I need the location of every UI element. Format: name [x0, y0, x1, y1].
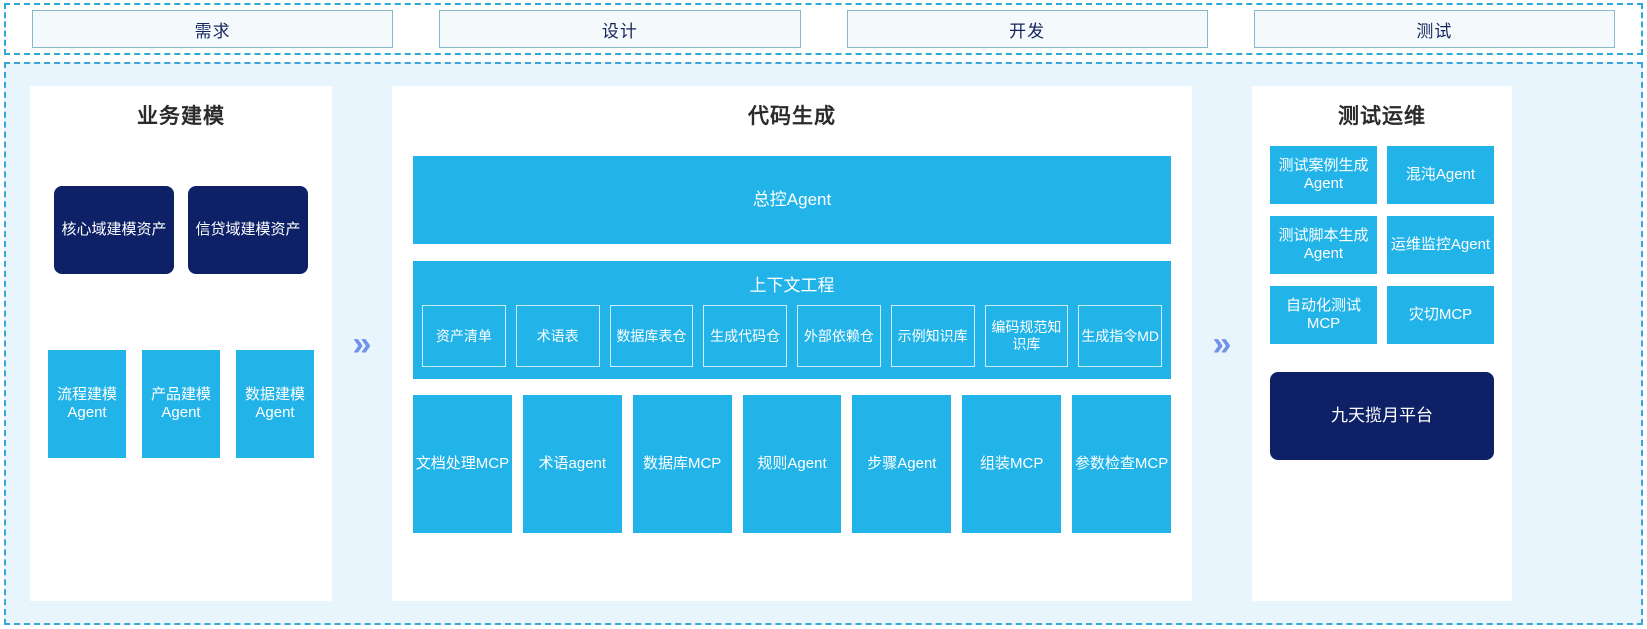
automated-test-mcp[interactable]: 自动化测试MCP [1270, 286, 1377, 344]
connector-arrow-right: » [1192, 86, 1252, 601]
architecture-container: 业务建模 核心域建模资产 信贷域建模资产 流程建模Agent 产品建模Agent… [4, 62, 1643, 625]
asset-credit-domain[interactable]: 信贷域建模资产 [188, 186, 308, 274]
test-script-generation-agent[interactable]: 测试脚本生成Agent [1270, 216, 1377, 274]
test-ops-body: 测试案例生成Agent 混沌Agent 测试脚本生成Agent 运维监控Agen… [1252, 130, 1512, 460]
context-item-external-dependency-repo[interactable]: 外部依赖仓 [797, 305, 881, 367]
asset-core-domain[interactable]: 核心域建模资产 [54, 186, 174, 274]
tool-database-mcp[interactable]: 数据库MCP [632, 395, 732, 533]
panel-title-code-generation: 代码生成 [748, 105, 836, 128]
ops-monitoring-agent[interactable]: 运维监控Agent [1387, 216, 1494, 274]
tool-rule-agent[interactable]: 规则Agent [742, 395, 842, 533]
panel-code-generation: 代码生成 总控Agent 上下文工程 资产清单 术语表 数据库表仓 生成代码仓 … [392, 86, 1192, 601]
panel-business-modeling: 业务建模 核心域建模资产 信贷域建模资产 流程建模Agent 产品建模Agent… [30, 86, 332, 601]
tool-assembly-mcp[interactable]: 组装MCP [962, 395, 1062, 533]
phase-box-requirements[interactable]: 需求 [32, 10, 394, 48]
phase-box-testing[interactable]: 测试 [1253, 10, 1615, 48]
agent-process-modeling[interactable]: 流程建模Agent [48, 350, 126, 458]
chevron-double-right-icon: » [352, 324, 372, 363]
phase-label: 设计 [601, 21, 638, 41]
panels-row: 业务建模 核心域建模资产 信贷域建模资产 流程建模Agent 产品建模Agent… [6, 64, 1641, 623]
context-item-generated-code-repo[interactable]: 生成代码仓 [703, 305, 787, 367]
context-items-row: 资产清单 术语表 数据库表仓 生成代码仓 外部依赖仓 示例知识库 编码规范知识库… [422, 305, 1162, 367]
code-generation-tools-row: 文档处理MCP 术语agent 数据库MCP 规则Agent 步骤Agent 组… [413, 395, 1172, 533]
phase-label: 开发 [1009, 21, 1046, 41]
code-generation-body: 总控Agent 上下文工程 资产清单 术语表 数据库表仓 生成代码仓 外部依赖仓… [392, 130, 1192, 601]
tool-parameter-check-mcp[interactable]: 参数检查MCP [1072, 395, 1172, 533]
business-agents-row: 流程建模Agent 产品建模Agent 数据建模Agent [30, 350, 332, 458]
jiutian-lanyue-platform[interactable]: 九天揽月平台 [1270, 372, 1494, 460]
panel-title-test-ops: 测试运维 [1338, 105, 1426, 128]
master-agent-box[interactable]: 总控Agent [413, 156, 1171, 244]
context-item-asset-inventory[interactable]: 资产清单 [422, 305, 506, 367]
context-item-db-table-repo[interactable]: 数据库表仓 [609, 305, 694, 367]
panel-test-ops: 测试运维 测试案例生成Agent 混沌Agent 测试脚本生成Agent 运维监… [1252, 86, 1512, 601]
context-engineering-title: 上下文工程 [749, 276, 835, 295]
context-item-coding-standard-knowledge-base[interactable]: 编码规范知识库 [984, 305, 1069, 367]
context-engineering-block: 上下文工程 资产清单 术语表 数据库表仓 生成代码仓 外部依赖仓 示例知识库 编… [413, 261, 1171, 379]
test-case-generation-agent[interactable]: 测试案例生成Agent [1270, 146, 1377, 204]
phase-box-design[interactable]: 设计 [439, 10, 801, 48]
context-item-glossary[interactable]: 术语表 [515, 305, 600, 367]
phase-label: 需求 [194, 21, 231, 41]
chevron-double-right-icon: » [1212, 324, 1232, 363]
connector-arrow-left: » [332, 86, 392, 601]
tool-step-agent[interactable]: 步骤Agent [852, 395, 952, 533]
test-ops-grid: 测试案例生成Agent 混沌Agent 测试脚本生成Agent 运维监控Agen… [1270, 146, 1494, 344]
agent-data-modeling[interactable]: 数据建模Agent [236, 350, 314, 458]
tool-document-processing-mcp[interactable]: 文档处理MCP [413, 395, 512, 533]
business-assets-row: 核心域建模资产 信贷域建模资产 [30, 186, 332, 274]
tool-glossary-agent[interactable]: 术语agent [522, 395, 622, 533]
panel-title-business-modeling: 业务建模 [137, 105, 225, 128]
disaster-switch-mcp[interactable]: 灾切MCP [1387, 286, 1494, 344]
context-item-generation-instruction-md[interactable]: 生成指令MD [1078, 305, 1162, 367]
context-item-example-knowledge-base[interactable]: 示例知识库 [890, 305, 975, 367]
phase-label: 测试 [1416, 21, 1453, 41]
chaos-agent[interactable]: 混沌Agent [1387, 146, 1494, 204]
phase-strip: 需求 设计 开发 测试 [4, 3, 1643, 55]
phase-box-development[interactable]: 开发 [846, 10, 1208, 48]
agent-product-modeling[interactable]: 产品建模Agent [142, 350, 220, 458]
